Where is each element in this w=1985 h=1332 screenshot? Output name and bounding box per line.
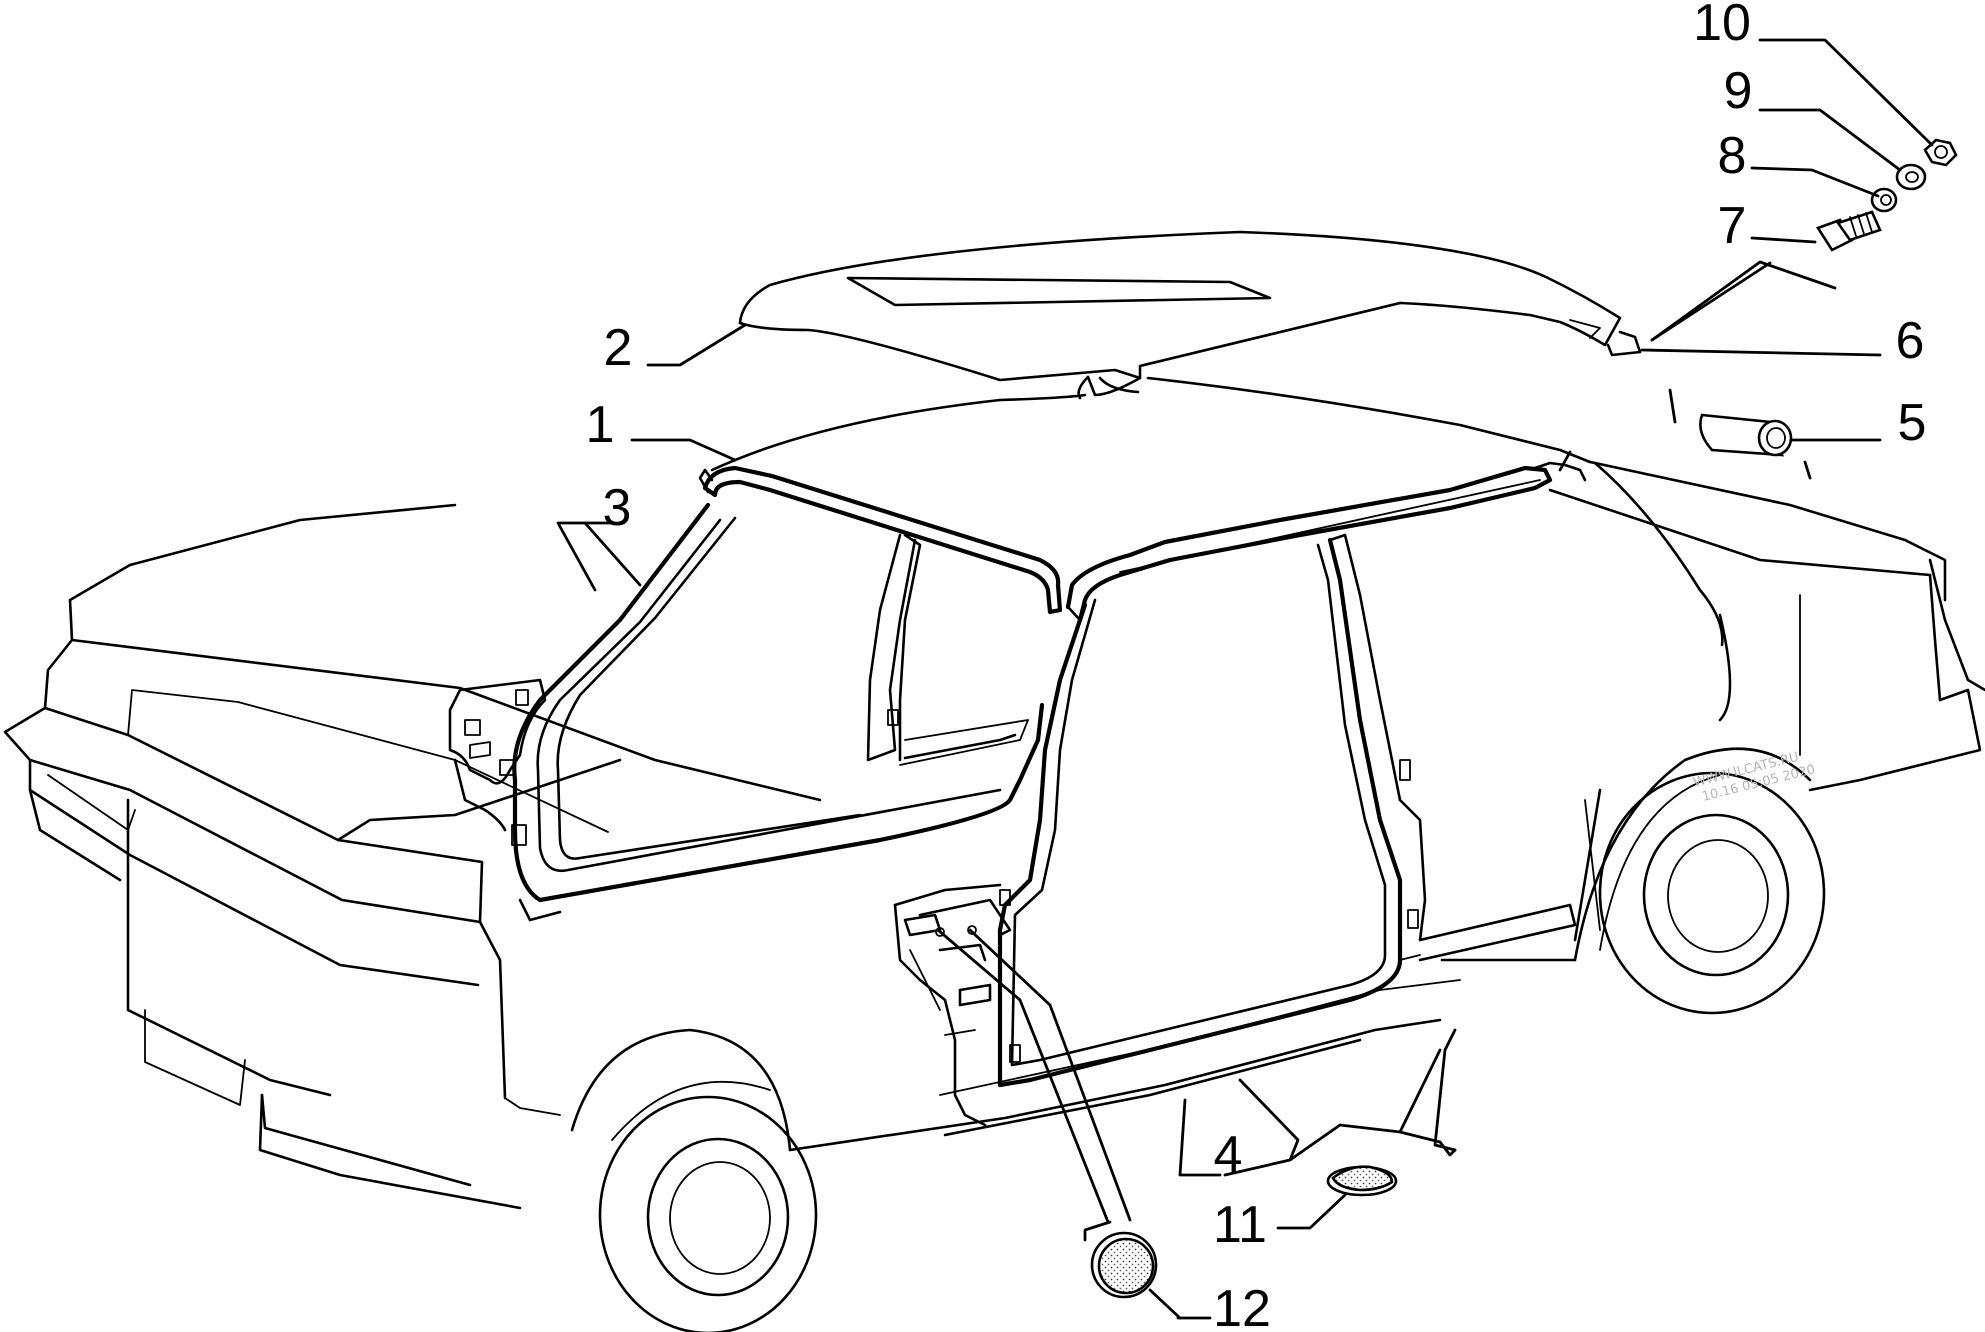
- callout-6: 6: [1896, 312, 1925, 370]
- callout-7: 7: [1718, 197, 1747, 255]
- callout-5: 5: [1898, 394, 1927, 452]
- callout-8: 8: [1718, 127, 1747, 185]
- callout-12: 12: [1213, 1280, 1271, 1332]
- front-door-seal: [448, 502, 1045, 922]
- roof-seal: [698, 450, 1587, 623]
- part-11-plug: [1326, 1165, 1398, 1197]
- part-9-washer: [1895, 163, 1927, 191]
- part-5-plug: [1699, 413, 1793, 457]
- part-7-bolt: [1816, 210, 1882, 252]
- callout-10: 10: [1693, 0, 1751, 52]
- callout-9: 9: [1724, 62, 1753, 120]
- leader-lines: [556, 38, 1934, 1320]
- car-roof-outline: [710, 376, 1597, 472]
- watermark: WWW.ILCATS.RU 10.16 05:05 2020: [1692, 750, 1817, 805]
- callout-4: 4: [1214, 1126, 1243, 1184]
- rear-door-seal: [893, 533, 1577, 1127]
- part-12-leaders: [935, 925, 1132, 1224]
- part-12-plug: [1090, 1231, 1158, 1299]
- roof-panel: [738, 230, 1642, 400]
- callout-labels: 1 2 3 4 5 6 7 8 9 10 11 12: [586, 0, 1927, 1332]
- callout-11: 11: [1213, 1196, 1267, 1254]
- callout-3: 3: [603, 479, 632, 537]
- callout-2: 2: [604, 319, 633, 377]
- part-10-nut: [1923, 138, 1958, 167]
- part-8-washer: [1870, 187, 1898, 213]
- callout-1: 1: [586, 396, 615, 454]
- car-body: [3, 461, 1985, 1332]
